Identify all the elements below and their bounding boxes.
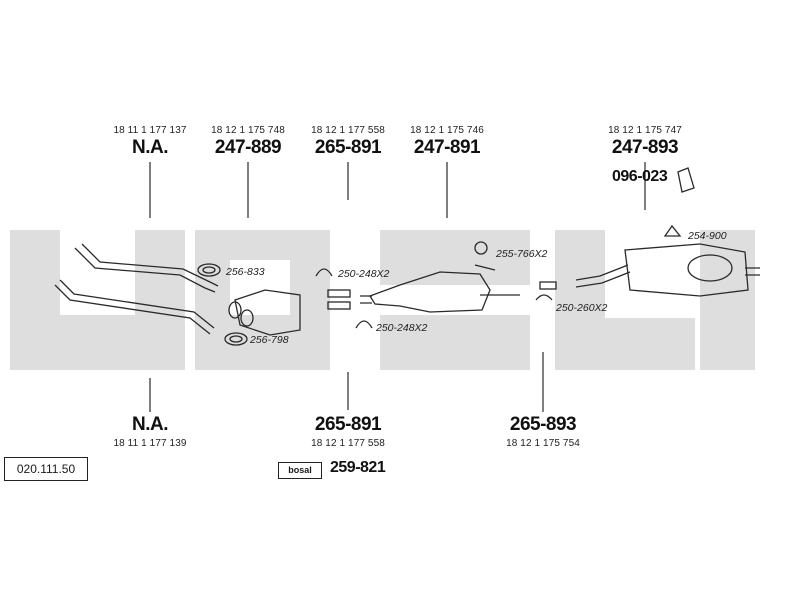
part-number: 247-891 [413, 137, 481, 158]
oem-number: 18 12 1 177 558 [311, 125, 385, 136]
part-number: 247-889 [214, 137, 282, 158]
small-part-label: 256-798 [250, 334, 289, 346]
small-part-label: 250-260X2 [556, 302, 608, 314]
oem-number: 18 12 1 175 754 [506, 438, 580, 449]
oem-number: 18 11 1 177 139 [113, 438, 187, 449]
small-part-label: 250-248X2 [376, 322, 428, 334]
leader-lines [149, 162, 646, 412]
part-number: 247-893 [611, 137, 679, 158]
part-number: N.A. [132, 137, 169, 158]
small-part-label: 254-900 [688, 230, 727, 242]
oem-number: 18 12 1 175 746 [410, 125, 484, 136]
watermark-bosal [10, 230, 755, 370]
part-number: 096-023 [612, 168, 668, 185]
bosal-badge: bosal [278, 462, 322, 479]
oem-number: 18 12 1 175 747 [608, 125, 682, 136]
part-number: N.A. [132, 414, 169, 435]
oem-number: 18 11 1 177 137 [113, 125, 187, 136]
oem-number: 18 12 1 177 558 [311, 438, 385, 449]
small-part-label: 255-766X2 [496, 248, 548, 260]
part-number: 265-893 [509, 414, 577, 435]
part-number: 259-821 [330, 459, 386, 476]
small-part-label: 250-248X2 [338, 268, 390, 280]
reference-code: 020.111.50 [4, 457, 88, 481]
exhaust-parts [54, 167, 760, 346]
part-number: 265-891 [314, 137, 382, 158]
small-part-label: 256-833 [226, 266, 265, 278]
part-number: 265-891 [314, 414, 382, 435]
oem-number: 18 12 1 175 748 [211, 125, 285, 136]
